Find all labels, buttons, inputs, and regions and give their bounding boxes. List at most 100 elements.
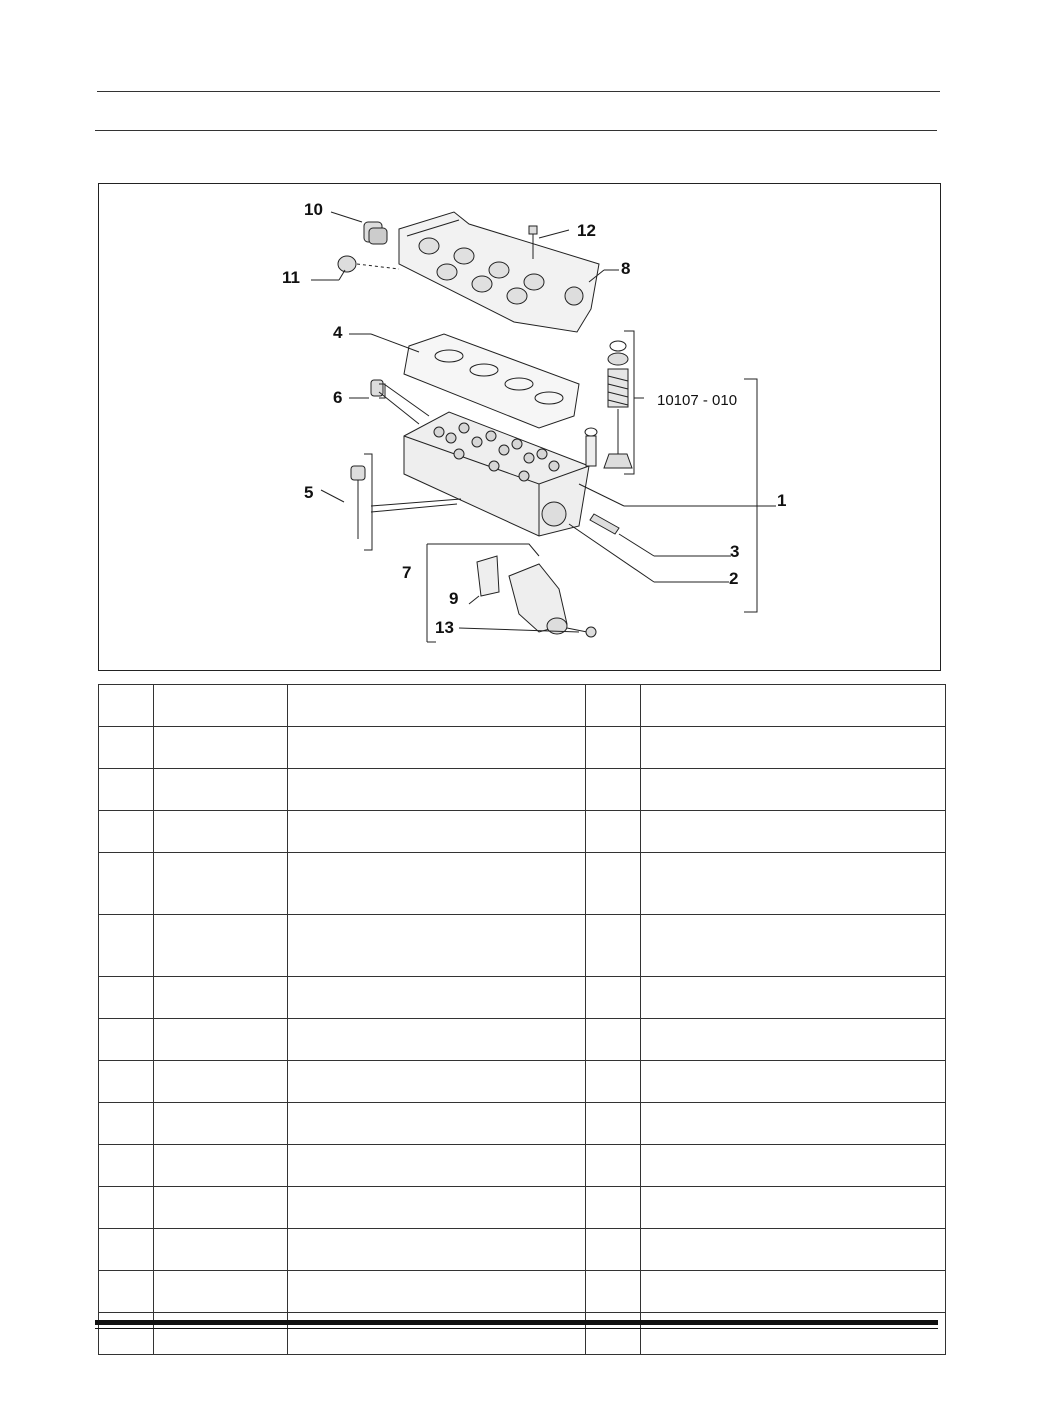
- table-cell: [287, 810, 586, 853]
- table-cell: [585, 726, 641, 769]
- table-cell: [287, 1228, 586, 1271]
- table-cell: [98, 684, 154, 727]
- cylinder-head-diagram: 10 11 12 8 4 6 5 1 3 2 7 9 13 10107 - 01…: [282, 200, 786, 643]
- table-cell: [640, 1102, 946, 1145]
- table-cell: [287, 726, 586, 769]
- svg-text:13: 13: [435, 618, 454, 637]
- table-row: [98, 852, 946, 915]
- brackets: [364, 330, 758, 643]
- table-cell: [153, 1228, 288, 1271]
- screw-12: [528, 225, 538, 259]
- valve-assembly: [584, 340, 633, 469]
- table-cell: [287, 1312, 586, 1355]
- table-cell: [98, 1018, 154, 1061]
- table-row: [98, 1018, 946, 1061]
- footer-rule-thick: [95, 1320, 938, 1325]
- table-cell: [585, 1186, 641, 1229]
- table-cell: [98, 976, 154, 1019]
- table-cell: [640, 810, 946, 853]
- table-cell: [153, 914, 288, 977]
- table-cell: [640, 1228, 946, 1271]
- table-cell: [98, 852, 154, 915]
- svg-text:5: 5: [304, 483, 313, 502]
- table-cell: [287, 1186, 586, 1229]
- table-row: [98, 810, 946, 853]
- svg-text:10: 10: [304, 200, 323, 219]
- table-cell: [98, 1228, 154, 1271]
- table-cell: [153, 684, 288, 727]
- table-cell: [153, 1186, 288, 1229]
- footer-rule-thin: [95, 1328, 938, 1329]
- table-cell: [585, 852, 641, 915]
- svg-text:6: 6: [333, 388, 342, 407]
- table-row: [98, 684, 946, 727]
- table-cell: [153, 768, 288, 811]
- table-row: [98, 1228, 946, 1271]
- svg-text:11: 11: [282, 268, 300, 287]
- table-cell: [98, 1186, 154, 1229]
- table-cell: [287, 914, 586, 977]
- table-cell: [640, 1018, 946, 1061]
- table-cell: [640, 768, 946, 811]
- table-cell: [153, 1060, 288, 1103]
- table-cell: [585, 1144, 641, 1187]
- table-cell: [640, 1144, 946, 1187]
- table-cell: [585, 810, 641, 853]
- table-cell: [98, 914, 154, 977]
- table-row: [98, 976, 946, 1019]
- svg-text:8: 8: [621, 259, 630, 278]
- table-cell: [98, 768, 154, 811]
- table-row: [98, 1312, 946, 1355]
- table-row: [98, 1270, 946, 1313]
- svg-text:2: 2: [729, 569, 738, 588]
- table-cell: [287, 976, 586, 1019]
- table-cell: [585, 684, 641, 727]
- table-cell: [287, 1060, 586, 1103]
- table-cell: [287, 1018, 586, 1061]
- table-cell: [585, 1060, 641, 1103]
- table-cell: [585, 1270, 641, 1313]
- stud-3: [589, 513, 620, 535]
- table-cell: [640, 1060, 946, 1103]
- plug-11: [337, 255, 357, 273]
- table-cell: [287, 1270, 586, 1313]
- table-cell: [585, 976, 641, 1019]
- table-cell: [287, 852, 586, 915]
- table-cell: [153, 1018, 288, 1061]
- gasket-4: [403, 333, 580, 429]
- table-cell: [585, 1228, 641, 1271]
- table-cell: [98, 1102, 154, 1145]
- table-row: [98, 1102, 946, 1145]
- header-rule-bottom: [95, 130, 937, 131]
- table-cell: [287, 1102, 586, 1145]
- table-cell: [640, 684, 946, 727]
- table-cell: [98, 1270, 154, 1313]
- svg-text:4: 4: [333, 323, 343, 342]
- table-cell: [640, 976, 946, 1019]
- svg-text:9: 9: [449, 589, 458, 608]
- table-cell: [287, 1144, 586, 1187]
- table-row: [98, 1144, 946, 1187]
- table-cell: [98, 1060, 154, 1103]
- table-cell: [640, 1186, 946, 1229]
- table-row: [98, 1060, 946, 1103]
- table-row: [98, 914, 946, 977]
- svg-text:7: 7: [402, 563, 411, 582]
- plug-10: [363, 221, 388, 245]
- table-cell: [153, 1144, 288, 1187]
- svg-text:12: 12: [577, 221, 596, 240]
- table-cell: [98, 810, 154, 853]
- svg-text:1: 1: [777, 491, 786, 510]
- table-row: [98, 726, 946, 769]
- table-cell: [287, 684, 586, 727]
- table-cell: [98, 1312, 154, 1355]
- table-cell: [98, 726, 154, 769]
- leader-lines: [311, 211, 776, 633]
- bolt-5: [350, 465, 366, 539]
- table-cell: [585, 1018, 641, 1061]
- table-row: [98, 1186, 946, 1229]
- table-cell: [287, 768, 586, 811]
- table-cell: [153, 852, 288, 915]
- cylinder-head: [403, 411, 590, 537]
- callout-labels: 10 11 12 8 4 6 5 1 3 2 7 9 13 10107 - 01…: [282, 200, 786, 637]
